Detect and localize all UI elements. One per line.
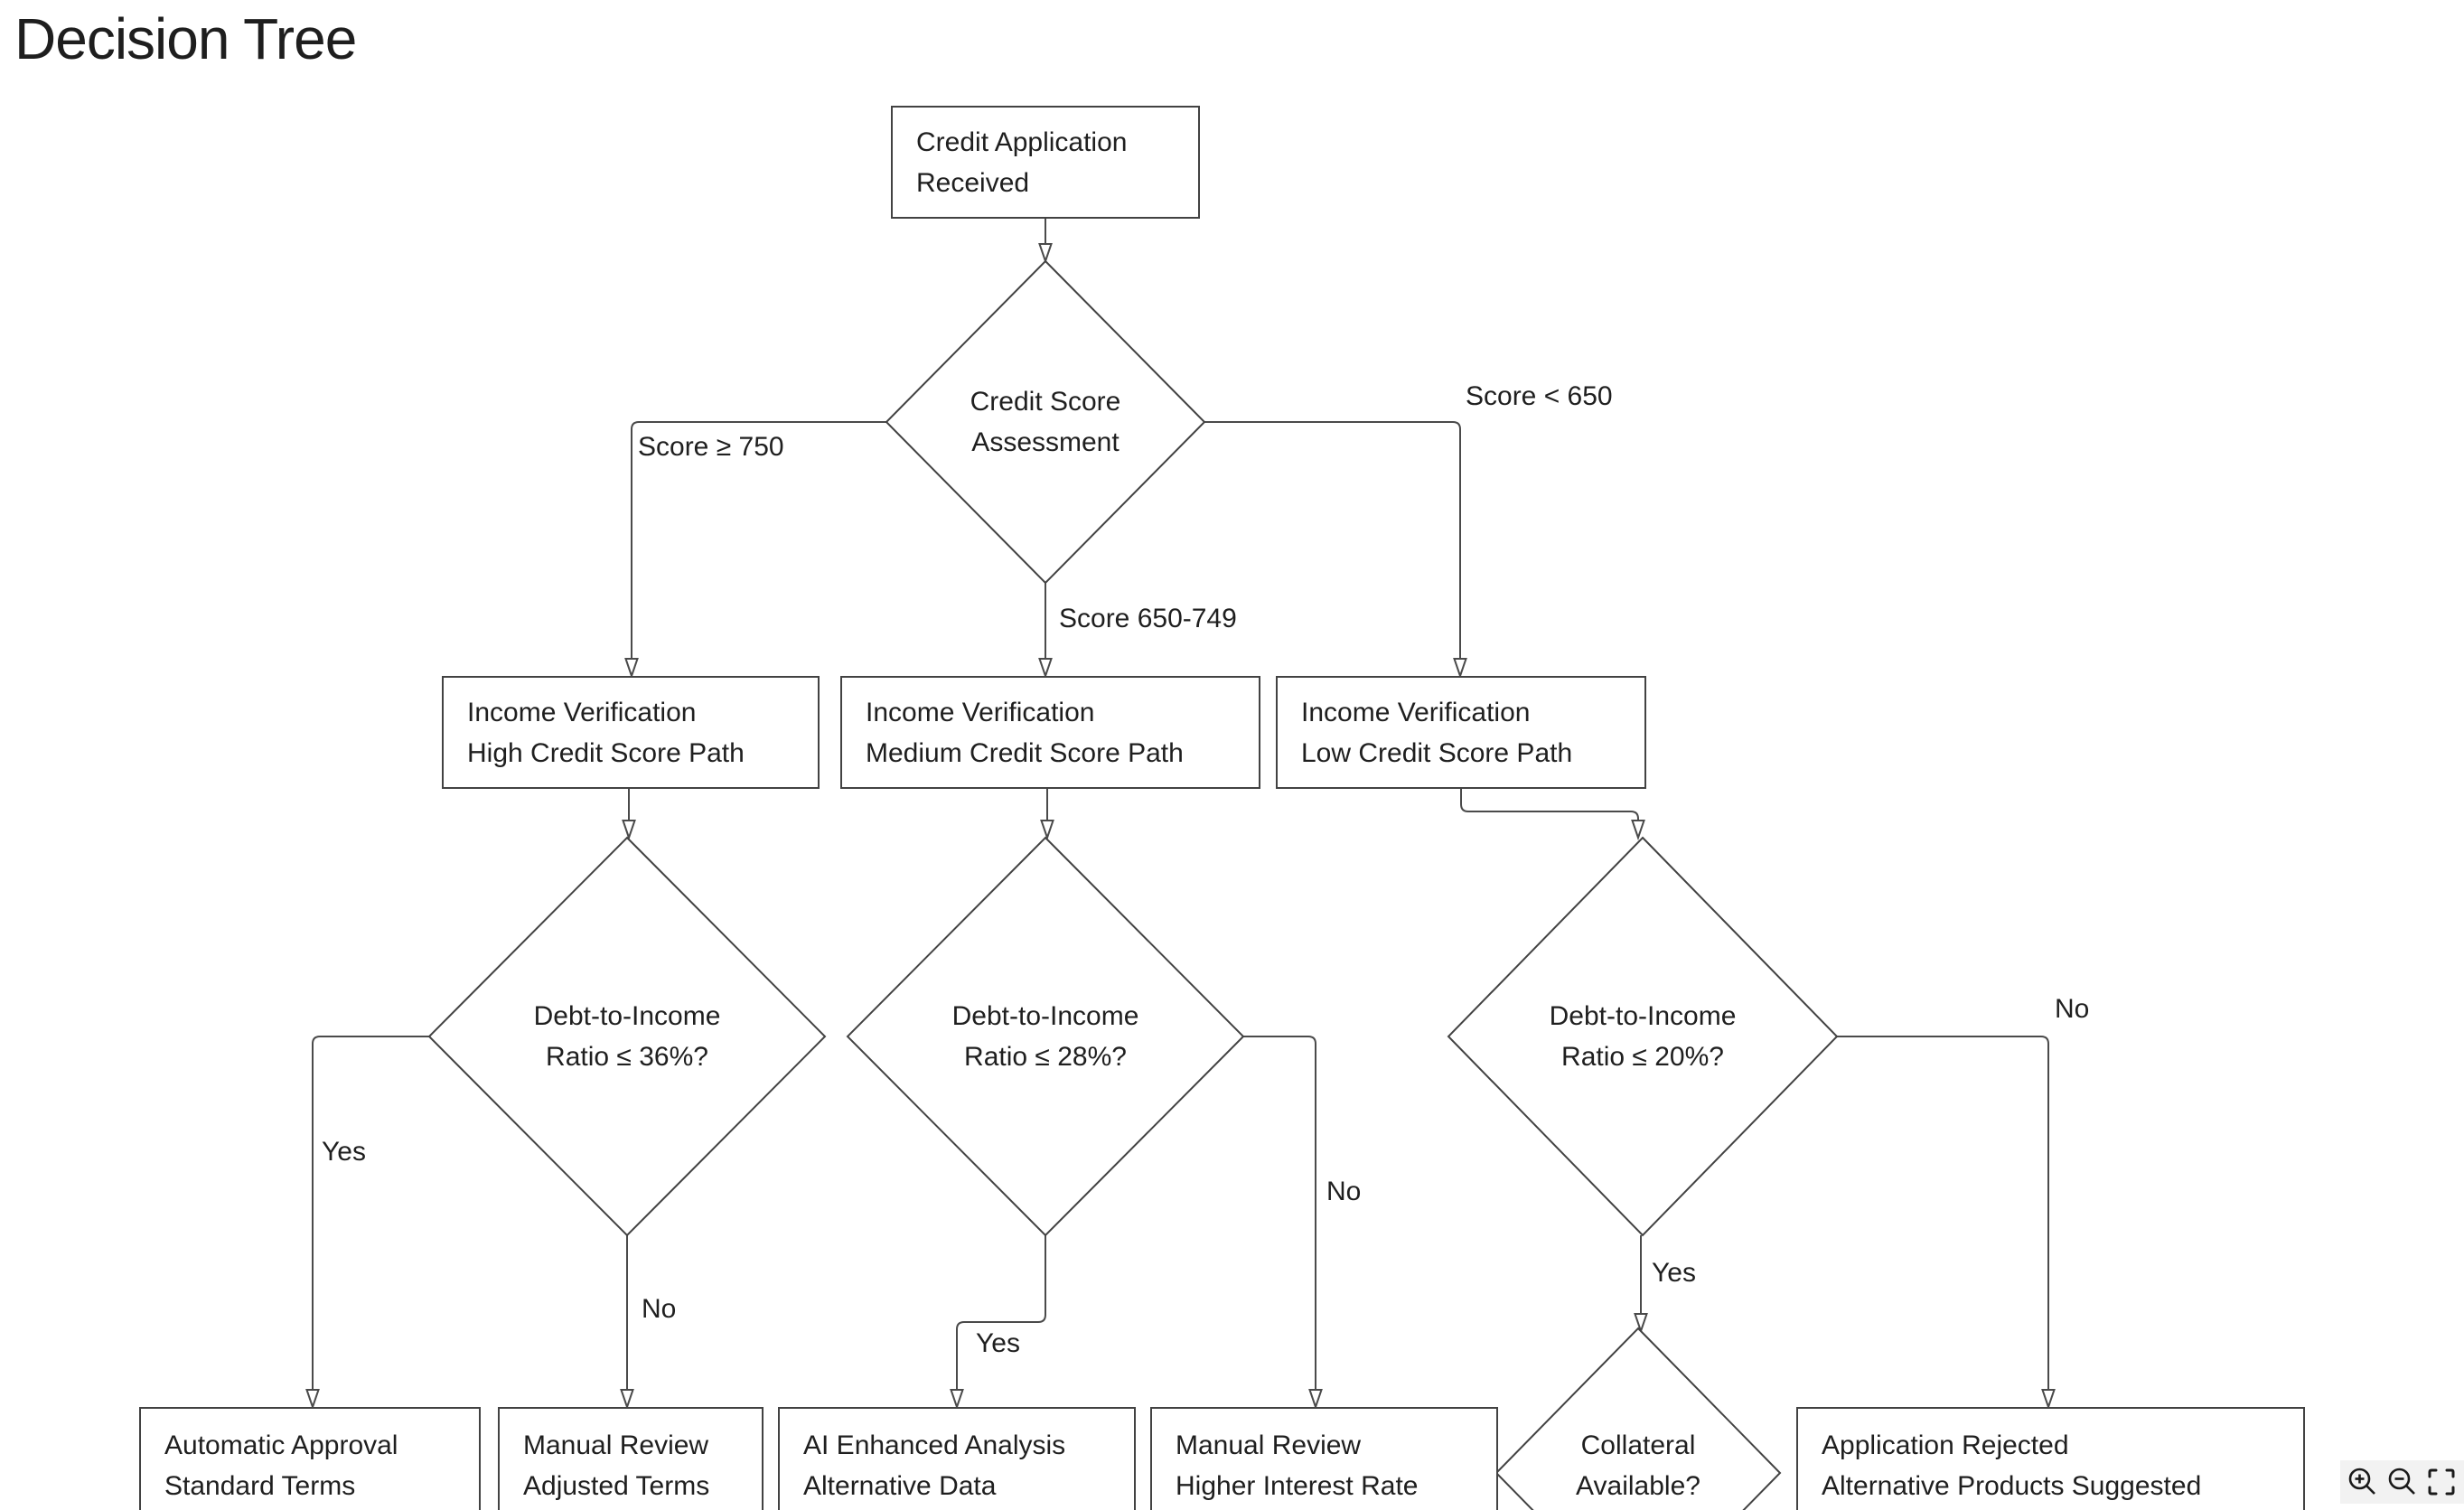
edge-low-to-dti20 xyxy=(1460,789,1639,821)
node-text: Ratio ≤ 28%? xyxy=(964,1042,1127,1072)
node-ai-enhanced-analysis: AI Enhanced Analysis Alternative Data xyxy=(778,1407,1136,1510)
label-dti-36: Debt-to-Income Ratio ≤ 36%? xyxy=(534,996,721,1077)
node-text: Collateral xyxy=(1580,1430,1696,1460)
diamond-credit-score-assessment xyxy=(885,259,1206,585)
label-collateral: Collateral Available? xyxy=(1576,1425,1700,1506)
diamond-dti-36 xyxy=(427,836,827,1237)
node-text: High Credit Score Path xyxy=(467,737,745,768)
node-income-verification-high: Income Verification High Credit Score Pa… xyxy=(442,676,820,789)
node-text: Debt-to-Income xyxy=(533,1001,721,1031)
node-automatic-approval: Automatic Approval Standard Terms xyxy=(139,1407,481,1510)
node-text: Income Verification xyxy=(866,697,1095,727)
edge-dti28-yes xyxy=(956,1235,1046,1390)
edge-label-dti36-no: No xyxy=(642,1294,677,1324)
node-text: Ratio ≤ 20%? xyxy=(1561,1042,1724,1072)
zoom-out-icon[interactable] xyxy=(2385,1465,2420,1499)
node-text: Credit Application xyxy=(916,127,1128,157)
diamond-dti-28 xyxy=(846,836,1245,1237)
node-text: Available? xyxy=(1576,1471,1700,1501)
node-text: Income Verification xyxy=(467,697,697,727)
node-text: Ratio ≤ 36%? xyxy=(546,1042,708,1072)
node-text: Automatic Approval xyxy=(164,1430,398,1460)
node-text: Low Credit Score Path xyxy=(1301,737,1573,768)
edge-label-dti36-yes: Yes xyxy=(322,1137,366,1167)
page-title: Decision Tree xyxy=(14,6,357,71)
node-text: Debt-to-Income xyxy=(951,1001,1139,1031)
edge-lines xyxy=(312,219,2049,1390)
label-dti-20: Debt-to-Income Ratio ≤ 20%? xyxy=(1550,996,1737,1077)
diamond-dti-20 xyxy=(1447,836,1839,1237)
node-text: AI Enhanced Analysis xyxy=(803,1430,1066,1460)
edge-label-dti28-no: No xyxy=(1326,1177,1362,1206)
edge-label-dti28-yes: Yes xyxy=(976,1328,1020,1358)
node-text: Income Verification xyxy=(1301,697,1531,727)
diagram-controls xyxy=(2340,1460,2464,1504)
node-credit-application-received: Credit Application Received xyxy=(891,106,1200,219)
fullscreen-icon[interactable] xyxy=(2424,1465,2459,1499)
arrowheads xyxy=(305,243,2056,1411)
node-application-rejected: Application Rejected Alternative Product… xyxy=(1796,1407,2305,1510)
node-text: Adjusted Terms xyxy=(523,1471,710,1501)
node-text: Manual Review xyxy=(1176,1430,1362,1460)
label-credit-score-assessment: Credit Score Assessment xyxy=(970,381,1121,463)
edge-score-low xyxy=(1204,421,1461,659)
node-text: Alternative Data xyxy=(803,1471,997,1501)
node-text: Manual Review xyxy=(523,1430,709,1460)
edge-label-dti20-yes: Yes xyxy=(1652,1258,1696,1288)
edge-label-score-mid: Score 650-749 xyxy=(1059,604,1237,633)
node-text: Credit Score xyxy=(970,387,1121,417)
edge-dti20-no xyxy=(1837,1036,2049,1390)
node-manual-review-adjusted: Manual Review Adjusted Terms xyxy=(498,1407,764,1510)
node-text: Assessment xyxy=(971,427,1120,457)
edge-label-score-high: Score ≥ 750 xyxy=(638,432,784,462)
edge-dti28-no xyxy=(1243,1036,1316,1390)
edge-label-dti20-no: No xyxy=(2055,994,2090,1024)
diamond-collateral xyxy=(1494,1327,1782,1510)
node-text: Higher Interest Rate xyxy=(1176,1471,1419,1501)
edge-dti36-yes xyxy=(312,1036,429,1390)
zoom-in-icon[interactable] xyxy=(2346,1465,2380,1499)
node-text: Received xyxy=(916,167,1030,198)
edge-label-score-low: Score < 650 xyxy=(1466,381,1613,411)
node-text: Debt-to-Income xyxy=(1549,1001,1737,1031)
node-text: Medium Credit Score Path xyxy=(866,737,1184,768)
node-income-verification-low: Income Verification Low Credit Score Pat… xyxy=(1276,676,1646,789)
node-text: Application Rejected xyxy=(1822,1430,2069,1460)
node-text: Standard Terms xyxy=(164,1471,356,1501)
node-text: Alternative Products Suggested xyxy=(1822,1471,2202,1501)
node-income-verification-medium: Income Verification Medium Credit Score … xyxy=(840,676,1260,789)
node-manual-review-higher-rate: Manual Review Higher Interest Rate xyxy=(1150,1407,1498,1510)
decision-diamonds xyxy=(427,259,1839,1510)
label-dti-28: Debt-to-Income Ratio ≤ 28%? xyxy=(952,996,1139,1077)
edge-score-high xyxy=(631,421,887,659)
